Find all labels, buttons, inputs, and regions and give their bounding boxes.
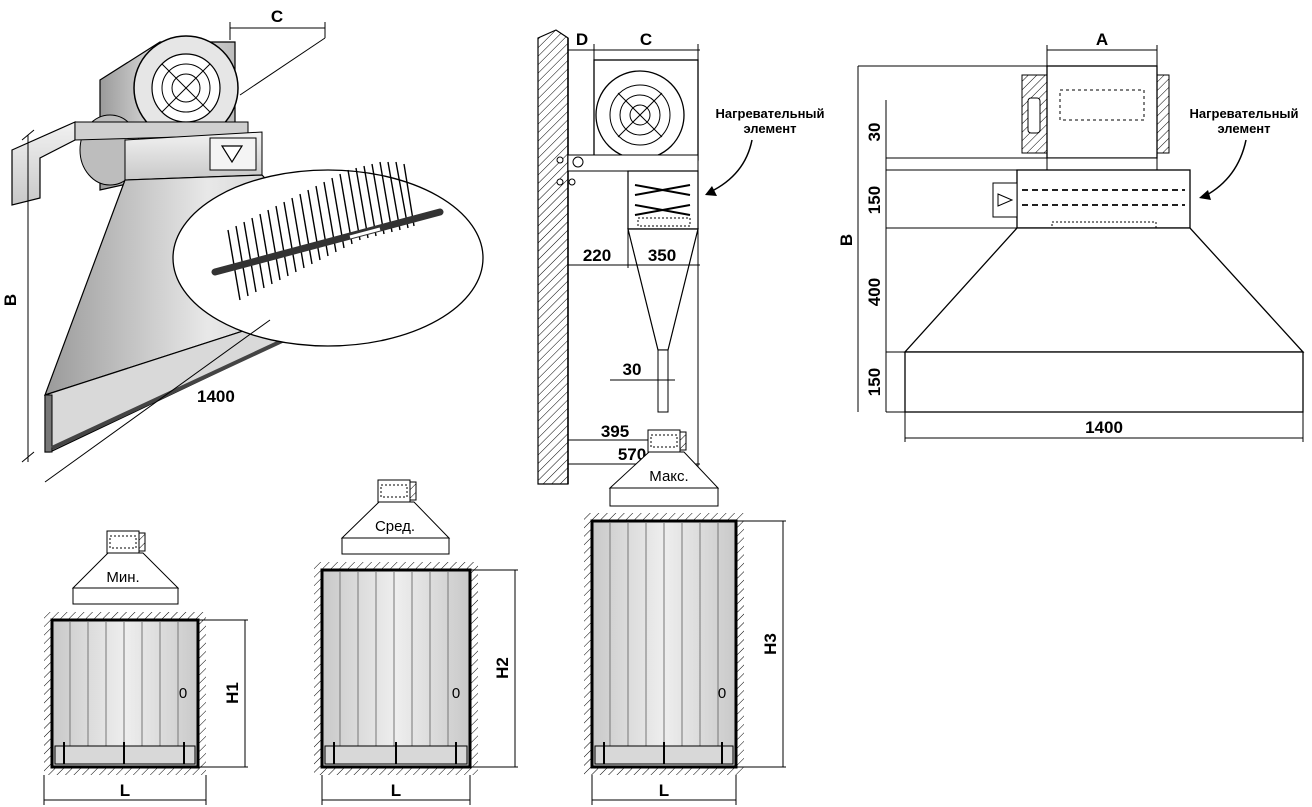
mark-min: 0 (179, 685, 187, 702)
front-dim-30: 30 (865, 123, 884, 142)
side-heater-label-1: Нагревательный (715, 106, 824, 121)
wall (537, 29, 569, 485)
side-dim-c: C (640, 30, 652, 49)
side-dim-30: 30 (623, 360, 642, 379)
warning-triangle-icon (997, 193, 1014, 207)
isometric-view: C B 1400 (1, 7, 484, 483)
iso-dim-c: C (271, 7, 283, 26)
mode-max: Макс. (649, 468, 688, 485)
opening-min: Мин. 0 H1 L (43, 530, 248, 805)
iso-dim-1400: 1400 (197, 387, 235, 406)
heater-element-detail (172, 169, 484, 347)
width-min: L (120, 781, 130, 800)
mode-min: Мин. (106, 569, 139, 586)
side-view: Нагревательный элемент D C 220 350 30 39… (537, 29, 825, 485)
width-mid: L (391, 781, 401, 800)
front-dim-150-top: 150 (865, 186, 884, 214)
heater-fins (227, 161, 415, 301)
front-dim-b: B (837, 234, 856, 246)
side-dim-395: 395 (601, 422, 629, 441)
front-dim-a: A (1096, 30, 1108, 49)
height-max: H3 (761, 633, 780, 655)
iso-dim-b: B (1, 294, 20, 306)
side-heater-label-2: элемент (743, 121, 796, 136)
fan-grille-icon (609, 84, 671, 146)
front-dim-150-bottom: 150 (865, 368, 884, 396)
front-dim-1400: 1400 (1085, 418, 1123, 437)
mode-mid: Сред. (375, 518, 415, 535)
side-dim-570: 570 (618, 445, 646, 464)
front-heater-label-1: Нагревательный (1189, 106, 1298, 121)
side-dim-220: 220 (583, 246, 611, 265)
front-dim-400: 400 (865, 278, 884, 306)
opening-max: Макс. 0 H3 L (584, 429, 786, 805)
front-view: Нагревательный элемент A B 30 150 400 15… (837, 30, 1305, 442)
mark-mid: 0 (452, 685, 460, 702)
side-dim-d: D (576, 30, 588, 49)
height-min: H1 (223, 682, 242, 704)
opening-mid: Сред. 0 H2 L (314, 479, 518, 805)
mark-max: 0 (718, 685, 726, 702)
warning-triangle-icon (220, 145, 244, 164)
width-max: L (659, 781, 669, 800)
front-heater-label-2: элемент (1217, 121, 1270, 136)
height-mid: H2 (493, 657, 512, 679)
side-dim-350: 350 (648, 246, 676, 265)
